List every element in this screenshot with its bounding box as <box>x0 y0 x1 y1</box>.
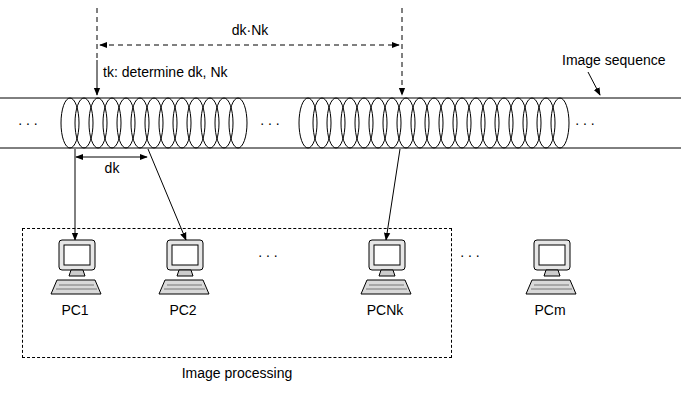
span-arrow <box>100 45 399 46</box>
dispatch-arrow <box>386 149 400 240</box>
image-frame <box>215 98 233 148</box>
keys <box>531 285 572 289</box>
image-frame <box>369 98 387 148</box>
dashed-marker <box>97 8 98 60</box>
sequence-line <box>0 148 681 149</box>
ellipsis: . . . <box>256 244 279 260</box>
ellipsis: . . . <box>16 112 39 128</box>
keyboard <box>361 280 411 294</box>
spacing-arrow <box>76 157 147 158</box>
image-frame <box>61 98 79 148</box>
computer-node: PC1 <box>43 238 107 320</box>
dashed-marker <box>402 8 403 95</box>
image-frame <box>75 98 93 148</box>
image-frame <box>481 98 499 148</box>
dispatch-arrow <box>75 149 76 240</box>
image-frame <box>327 98 345 148</box>
image-frame <box>229 98 247 148</box>
image-frame <box>425 98 443 148</box>
node-label: PCm <box>518 302 582 318</box>
stand <box>544 270 560 276</box>
computer-node: PCm <box>518 238 582 320</box>
image-frame <box>187 98 205 148</box>
image-frame <box>341 98 359 148</box>
keyboard <box>51 280 101 294</box>
keyboard <box>159 280 209 294</box>
ellipsis: . . . <box>458 244 481 260</box>
group-label: Image processing <box>23 365 451 381</box>
computer-node: PC2 <box>151 238 215 320</box>
keys <box>164 285 205 289</box>
monitor <box>369 240 405 270</box>
computer-node: PCNk <box>353 238 417 320</box>
dimension-label: dk <box>103 160 122 176</box>
cluster-box: Image processingPC1PC2PCNk <box>22 228 452 358</box>
image-frame <box>439 98 457 148</box>
image-frame <box>103 98 121 148</box>
computer-icon <box>357 238 413 300</box>
image-frame <box>89 98 107 148</box>
stand <box>69 270 85 276</box>
caption-label: Image sequence <box>560 52 668 68</box>
computer-icon <box>47 238 103 300</box>
image-frame <box>173 98 191 148</box>
image-frame <box>495 98 513 148</box>
image-frame <box>453 98 471 148</box>
image-frame <box>397 98 415 148</box>
image-frame <box>117 98 135 148</box>
image-frame <box>523 98 541 148</box>
image-frame <box>383 98 401 148</box>
image-frames <box>61 98 569 148</box>
sequence-line <box>0 98 681 99</box>
node-label: PC2 <box>151 302 215 318</box>
leader-line <box>588 72 600 95</box>
image-frame <box>313 98 331 148</box>
monitor <box>534 240 570 270</box>
image-frame <box>537 98 555 148</box>
monitor <box>59 240 95 270</box>
stand <box>379 270 395 276</box>
image-frame <box>467 98 485 148</box>
computer-icon <box>155 238 211 300</box>
image-frame <box>201 98 219 148</box>
time-arrow <box>97 60 98 95</box>
ellipsis: . . . <box>573 112 596 128</box>
keyboard <box>526 280 576 294</box>
screen <box>374 245 400 265</box>
image-frame <box>131 98 149 148</box>
keys <box>366 285 407 289</box>
image-frame <box>299 98 317 148</box>
image-frame <box>411 98 429 148</box>
keys <box>56 285 97 289</box>
ellipsis: . . . <box>258 112 281 128</box>
screen <box>539 245 565 265</box>
screen <box>64 245 90 265</box>
dimension-label: dk·Nk <box>230 22 271 38</box>
image-frame <box>145 98 163 148</box>
node-label: PCNk <box>353 302 417 318</box>
dispatch-arrow <box>148 149 186 240</box>
image-frame <box>159 98 177 148</box>
screen <box>172 245 198 265</box>
stand <box>177 270 193 276</box>
monitor <box>167 240 203 270</box>
computer-icon <box>522 238 578 300</box>
dimension-label: tk: determine dk, Nk <box>101 64 230 80</box>
image-frame <box>355 98 373 148</box>
image-frame <box>509 98 527 148</box>
image-frame <box>551 98 569 148</box>
node-label: PC1 <box>43 302 107 318</box>
